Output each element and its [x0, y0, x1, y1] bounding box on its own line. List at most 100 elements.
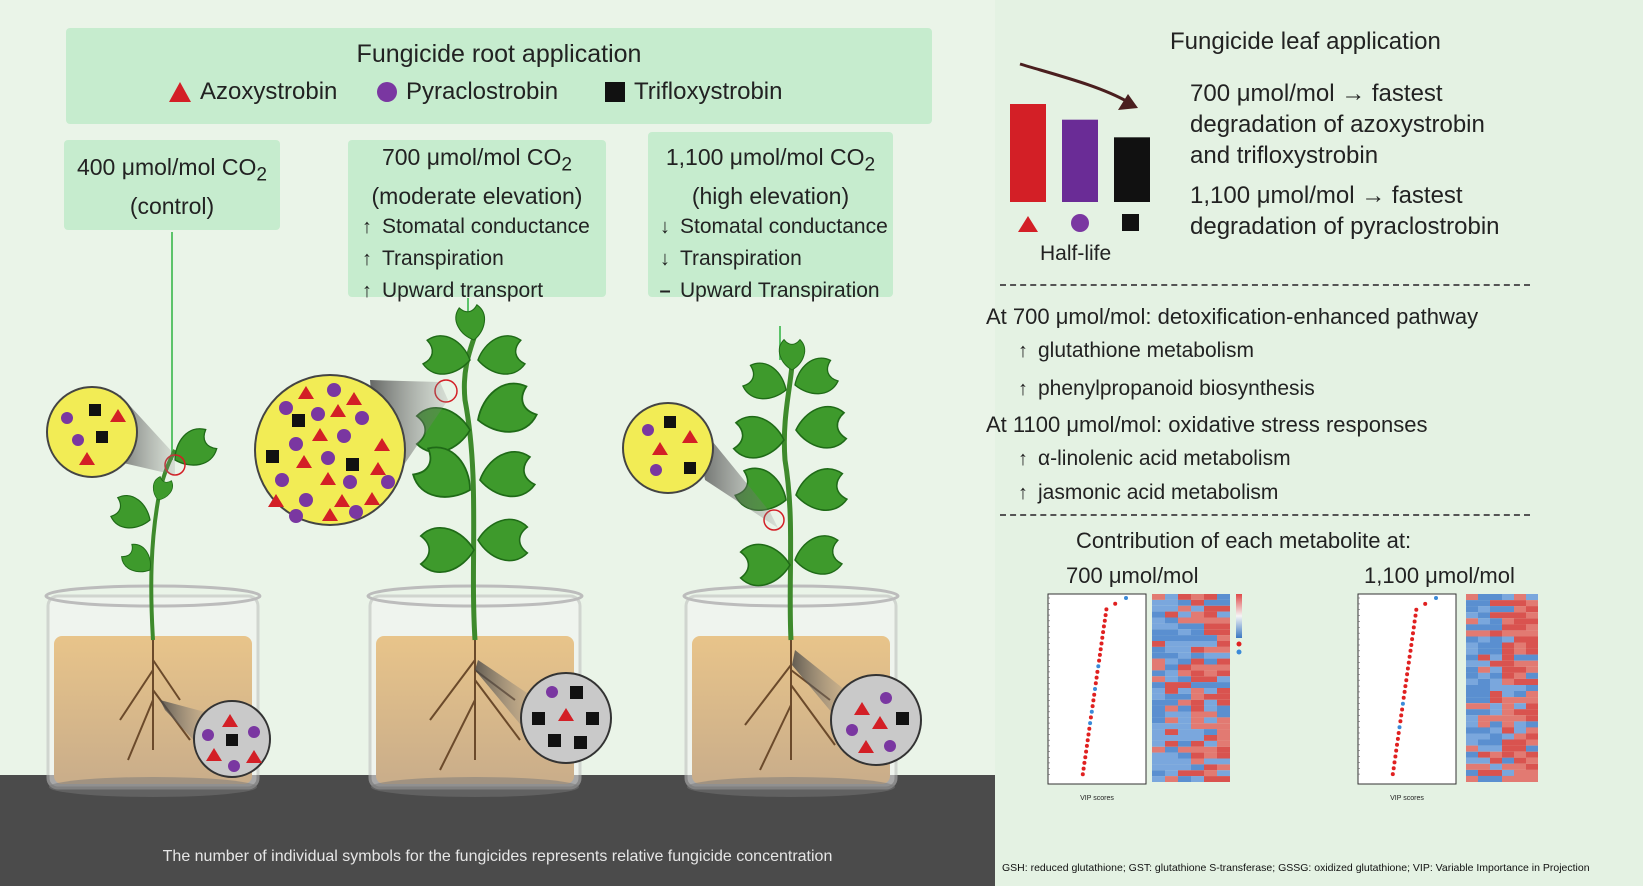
heatmap-cell [1502, 600, 1514, 607]
heatmap-cell [1466, 709, 1478, 716]
heatmap-cell [1526, 727, 1538, 734]
heatmap-cell [1217, 758, 1230, 765]
effect-list: ↑Stomatal conductance ↑Transpiration ↑Up… [348, 211, 606, 307]
heatmap-cell [1514, 660, 1526, 667]
heatmap-cell [1466, 660, 1478, 667]
heatmap-cell [1490, 666, 1502, 673]
heatmap-cell [1217, 740, 1230, 747]
heatmap-cell [1204, 776, 1217, 782]
heatmap-cell [1204, 740, 1217, 747]
up-arrow-icon: ↑ [1018, 378, 1028, 400]
heatmap-cell [1526, 678, 1538, 685]
heatmap-cell [1466, 691, 1478, 698]
vip-point [1084, 749, 1089, 754]
heatmap-cell [1165, 776, 1178, 782]
heatmap-cell [1191, 705, 1204, 712]
circle-icon [377, 82, 397, 102]
pathway-item: ↑phenylpropanoid biosynthesis [986, 372, 1478, 406]
heatmap-cell [1478, 685, 1490, 692]
plant-700 [407, 303, 541, 641]
effect-item: ↓Stomatal conductance [656, 211, 893, 243]
heatmap-cell [1478, 739, 1490, 746]
vip-plot-area [1357, 593, 1457, 785]
heatmap-cell [1478, 733, 1490, 740]
heatmap-cell [1526, 697, 1538, 704]
heatmap-cell [1502, 715, 1514, 722]
heatmap-cell [1526, 636, 1538, 643]
heatmap-cell [1514, 769, 1526, 776]
heatmap-cell [1152, 646, 1165, 653]
heatmap-cell [1502, 709, 1514, 716]
arrowhead-icon [1118, 94, 1138, 110]
heatmap-cell [1152, 688, 1165, 694]
condition-subtitle: (high elevation) [691, 182, 850, 209]
heatmap-cell [1204, 699, 1217, 706]
plant-1100 [731, 339, 850, 641]
heatmap-cell [1191, 746, 1204, 753]
heatmap-cell [1204, 688, 1217, 694]
heatmap-cell [1204, 652, 1217, 659]
condition-title: 400 μmol/mol CO2 [76, 154, 268, 186]
triangle-icon [1018, 216, 1038, 232]
heatmap-cell [1514, 721, 1526, 728]
heatmap-cell [1191, 594, 1204, 600]
heatmap-cell [1152, 617, 1165, 624]
vip-heatmap-1100: VIP scores [1357, 593, 1538, 802]
heatmap-cell [1204, 752, 1217, 759]
heatmap-cell [1502, 775, 1514, 782]
heatmap-cell [1204, 635, 1217, 641]
heatmap-cell [1502, 624, 1514, 631]
heatmap-cell [1514, 672, 1526, 679]
halflife-bar-pyraclostrobin [1062, 119, 1098, 202]
heatmap-cell [1191, 688, 1204, 694]
up-legend-dot [1236, 641, 1242, 647]
pathway-item: ↑α-linolenic acid metabolism [986, 442, 1478, 476]
heatmap-cell [1178, 658, 1191, 665]
effect-item: –Upward Transpiration [656, 275, 893, 307]
heatmap-cell [1478, 666, 1490, 673]
heatmap-cell [1514, 757, 1526, 764]
heatmap-cell [1191, 652, 1204, 659]
heatmap-cell [1466, 636, 1478, 643]
heatmap-cell [1478, 654, 1490, 661]
heatmap-cell [1152, 676, 1165, 683]
condition-title: 700 μmol/mol CO2 [381, 144, 573, 176]
condition-400: 400 μmol/mol CO2 (control) [64, 140, 280, 230]
vip-point [1096, 664, 1101, 669]
heatmap-cell [1514, 685, 1526, 692]
heatmap-cell [1217, 623, 1230, 630]
heatmap-cell [1490, 691, 1502, 698]
heatmap-cell [1526, 775, 1538, 782]
heatmap-cell [1191, 623, 1204, 630]
heatmap-cell [1204, 758, 1217, 765]
vip-point [1091, 698, 1096, 703]
vip-point [1405, 666, 1410, 671]
heatmap-cell [1490, 612, 1502, 619]
heatmap-cell [1478, 648, 1490, 655]
heatmap-cell [1217, 770, 1230, 777]
heatmap-cell [1514, 666, 1526, 673]
heatmap-cell [1152, 594, 1165, 600]
vip-point [1392, 760, 1397, 765]
heatmap-cell [1514, 751, 1526, 758]
vip-point [1414, 607, 1419, 612]
heatmap-cell [1191, 764, 1204, 771]
vip-point [1097, 652, 1102, 657]
heatmap-cell [1165, 664, 1178, 671]
heatmap-cell [1217, 705, 1230, 712]
heatmap-cell [1478, 709, 1490, 716]
heatmap-cell [1217, 682, 1230, 688]
heatmap-cell [1490, 775, 1502, 782]
heatmap-cell [1204, 711, 1217, 718]
color-scale [1236, 594, 1242, 638]
heatmap-cell [1466, 606, 1478, 613]
heatmap-cell [1217, 723, 1230, 730]
heatmap-cell [1217, 776, 1230, 782]
heatmap-cell [1514, 636, 1526, 643]
up-arrow-icon: ↑ [362, 247, 372, 270]
heatmap-cell [1526, 600, 1538, 607]
heatmap-cell [1165, 641, 1178, 647]
vip-point [1395, 736, 1400, 741]
vip-point [1101, 624, 1106, 629]
heatmap-cell [1526, 660, 1538, 667]
